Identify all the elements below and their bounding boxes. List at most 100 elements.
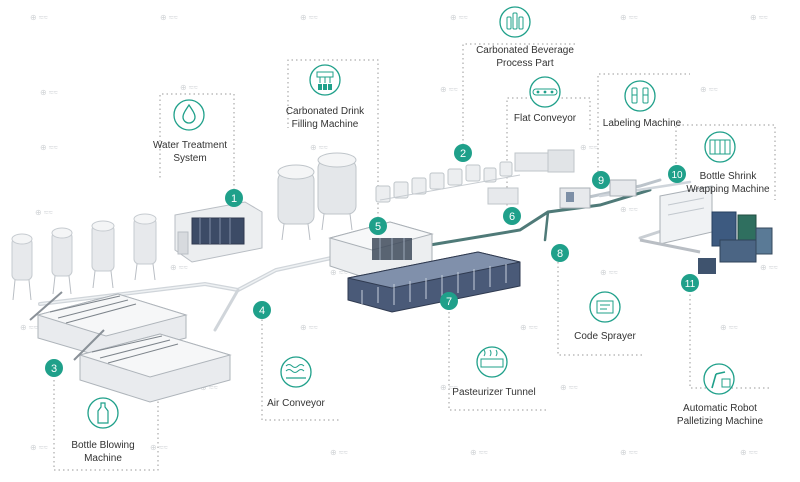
label-water-treatment-line-1: Water Treatment bbox=[152, 140, 228, 151]
leader-line-air-conveyor bbox=[261, 315, 340, 421]
badge-3: 3 bbox=[45, 359, 63, 377]
svg-text:⊕ ≈≈: ⊕ ≈≈ bbox=[450, 13, 468, 22]
label-flat-conveyor: Flat Conveyor bbox=[505, 112, 585, 125]
station-badges: 1 2 3 4 5 6 7 8 9 10 11 bbox=[45, 144, 699, 377]
storage-tank bbox=[11, 233, 33, 301]
svg-text:⊕ ≈≈: ⊕ ≈≈ bbox=[440, 85, 458, 94]
process-part-equipment bbox=[375, 149, 575, 205]
beverage-bottles-icon bbox=[499, 6, 531, 38]
label-filling-machine: Carbonated Drink Filling Machine bbox=[275, 105, 375, 131]
svg-text:⊕ ≈≈: ⊕ ≈≈ bbox=[520, 323, 538, 332]
badge-8-number: 8 bbox=[557, 248, 563, 260]
label-bottle-blowing-line-2: Machine bbox=[84, 453, 122, 464]
label-labeling-machine: Labeling Machine bbox=[598, 117, 686, 130]
storage-tank bbox=[91, 220, 115, 289]
leader-line-pasteurizer bbox=[448, 312, 548, 411]
svg-text:⊕ ≈≈: ⊕ ≈≈ bbox=[40, 88, 58, 97]
shrink-wrap-icon bbox=[704, 131, 736, 163]
label-shrink-wrap: Bottle Shrink Wrapping Machine bbox=[676, 170, 780, 196]
flat-conveyor-icon bbox=[529, 76, 561, 108]
label-water-treatment-line-2: System bbox=[173, 153, 207, 164]
svg-text:⊕ ≈≈: ⊕ ≈≈ bbox=[620, 205, 638, 214]
svg-text:⊕ ≈≈: ⊕ ≈≈ bbox=[760, 263, 778, 272]
label-process-part-line-2: Process Part bbox=[496, 58, 554, 69]
bottle-blowing-machines bbox=[29, 291, 232, 403]
label-process-part: Carbonated Beverage Process Part bbox=[470, 44, 580, 70]
leader-line-process-part bbox=[462, 43, 575, 145]
label-water-treatment: Water Treatment System bbox=[140, 139, 240, 165]
label-bottle-blowing-line-1: Bottle Blowing bbox=[71, 440, 135, 451]
badge-8: 8 bbox=[551, 244, 569, 262]
badge-10-number: 10 bbox=[671, 170, 683, 181]
svg-text:⊕ ≈≈: ⊕ ≈≈ bbox=[150, 443, 168, 452]
label-flat-conveyor-line-1: Flat Conveyor bbox=[513, 113, 577, 124]
svg-text:⊕ ≈≈: ⊕ ≈≈ bbox=[35, 208, 53, 217]
svg-text:⊕ ≈≈: ⊕ ≈≈ bbox=[170, 263, 188, 272]
filling-machine-icon bbox=[309, 64, 341, 96]
labeling-machine-icon bbox=[624, 80, 656, 112]
badge-1-number: 1 bbox=[231, 193, 237, 205]
svg-text:⊕ ≈≈: ⊕ ≈≈ bbox=[200, 383, 218, 392]
label-palletizer-line-1: Automatic Robot bbox=[683, 403, 757, 414]
mixing-tanks bbox=[277, 152, 357, 241]
badge-3-number: 3 bbox=[51, 363, 57, 375]
svg-text:⊕ ≈≈: ⊕ ≈≈ bbox=[20, 323, 38, 332]
water-drop-icon bbox=[173, 99, 205, 131]
badge-6-number: 6 bbox=[509, 211, 515, 223]
svg-text:⊕ ≈≈: ⊕ ≈≈ bbox=[720, 323, 738, 332]
svg-text:⊕ ≈≈: ⊕ ≈≈ bbox=[740, 448, 758, 457]
water-treatment-tanks bbox=[11, 201, 263, 301]
badge-7-number: 7 bbox=[446, 296, 452, 308]
svg-text:⊕ ≈≈: ⊕ ≈≈ bbox=[40, 143, 58, 152]
badge-10: 10 bbox=[668, 165, 686, 183]
svg-text:⊕ ≈≈: ⊕ ≈≈ bbox=[300, 323, 318, 332]
blowing-machine bbox=[73, 329, 232, 403]
badge-5-number: 5 bbox=[375, 221, 381, 233]
badge-6: 6 bbox=[503, 207, 521, 225]
svg-text:⊕ ≈≈: ⊕ ≈≈ bbox=[300, 13, 318, 22]
air-conveyor-icon bbox=[280, 356, 312, 388]
svg-text:⊕ ≈≈: ⊕ ≈≈ bbox=[620, 13, 638, 22]
badge-4: 4 bbox=[253, 301, 271, 319]
label-air-conveyor-line-1: Air Conveyor bbox=[267, 398, 325, 409]
badge-9-number: 9 bbox=[598, 175, 604, 187]
badge-2: 2 bbox=[454, 144, 472, 162]
flat-conveyor-track-2 bbox=[543, 210, 550, 242]
badge-9: 9 bbox=[592, 171, 610, 189]
svg-text:⊕ ≈≈: ⊕ ≈≈ bbox=[30, 443, 48, 452]
svg-text:⊕ ≈≈: ⊕ ≈≈ bbox=[330, 448, 348, 457]
label-palletizer-line-2: Palletizing Machine bbox=[676, 416, 764, 427]
label-palletizer: Automatic Robot Palletizing Machine bbox=[672, 402, 768, 428]
labeling-machine-unit bbox=[559, 179, 637, 209]
svg-text:⊕ ≈≈: ⊕ ≈≈ bbox=[330, 268, 348, 277]
leader-line-filling bbox=[287, 59, 379, 218]
return-conveyor bbox=[573, 178, 662, 202]
watermarks: ⊕ ≈≈ ⊕ ≈≈ ⊕ ≈≈ ⊕ ≈≈ ⊕ ≈≈ ⊕ ≈≈ ⊕ ≈≈ ⊕ ≈≈ ⊕ ≈≈ ⊕ ≈… bbox=[20, 13, 778, 457]
leader-line-palletizer bbox=[689, 290, 770, 389]
label-shrink-wrap-line-1: Bottle Shrink bbox=[699, 171, 757, 182]
svg-text:⊕ ≈≈: ⊕ ≈≈ bbox=[580, 143, 598, 152]
pasteurizer-tunnel bbox=[347, 251, 521, 313]
bottle-icon bbox=[87, 397, 119, 429]
badge-11: 11 bbox=[681, 274, 699, 292]
shrink-wrap-and-palletizer bbox=[639, 185, 773, 274]
label-bottle-blowing: Bottle Blowing Machine bbox=[63, 439, 143, 465]
mixing-tank bbox=[277, 164, 315, 241]
air-conveyor-drop bbox=[213, 288, 240, 332]
badge-4-number: 4 bbox=[259, 305, 265, 317]
label-filling-line-1: Carbonated Drink bbox=[285, 106, 365, 117]
label-labeling-line-1: Labeling Machine bbox=[602, 118, 682, 129]
storage-tank bbox=[133, 213, 157, 281]
svg-text:⊕ ≈≈: ⊕ ≈≈ bbox=[470, 448, 488, 457]
label-code-sprayer-line-1: Code Sprayer bbox=[574, 331, 636, 342]
mixing-tank bbox=[317, 152, 357, 231]
svg-text:⊕ ≈≈: ⊕ ≈≈ bbox=[620, 448, 638, 457]
svg-text:⊕ ≈≈: ⊕ ≈≈ bbox=[750, 13, 768, 22]
svg-text:⊕ ≈≈: ⊕ ≈≈ bbox=[30, 13, 48, 22]
svg-text:⊕ ≈≈: ⊕ ≈≈ bbox=[160, 13, 178, 22]
badge-7: 7 bbox=[440, 292, 458, 310]
label-code-sprayer: Code Sprayer bbox=[567, 330, 643, 343]
svg-text:⊕ ≈≈: ⊕ ≈≈ bbox=[600, 268, 618, 277]
